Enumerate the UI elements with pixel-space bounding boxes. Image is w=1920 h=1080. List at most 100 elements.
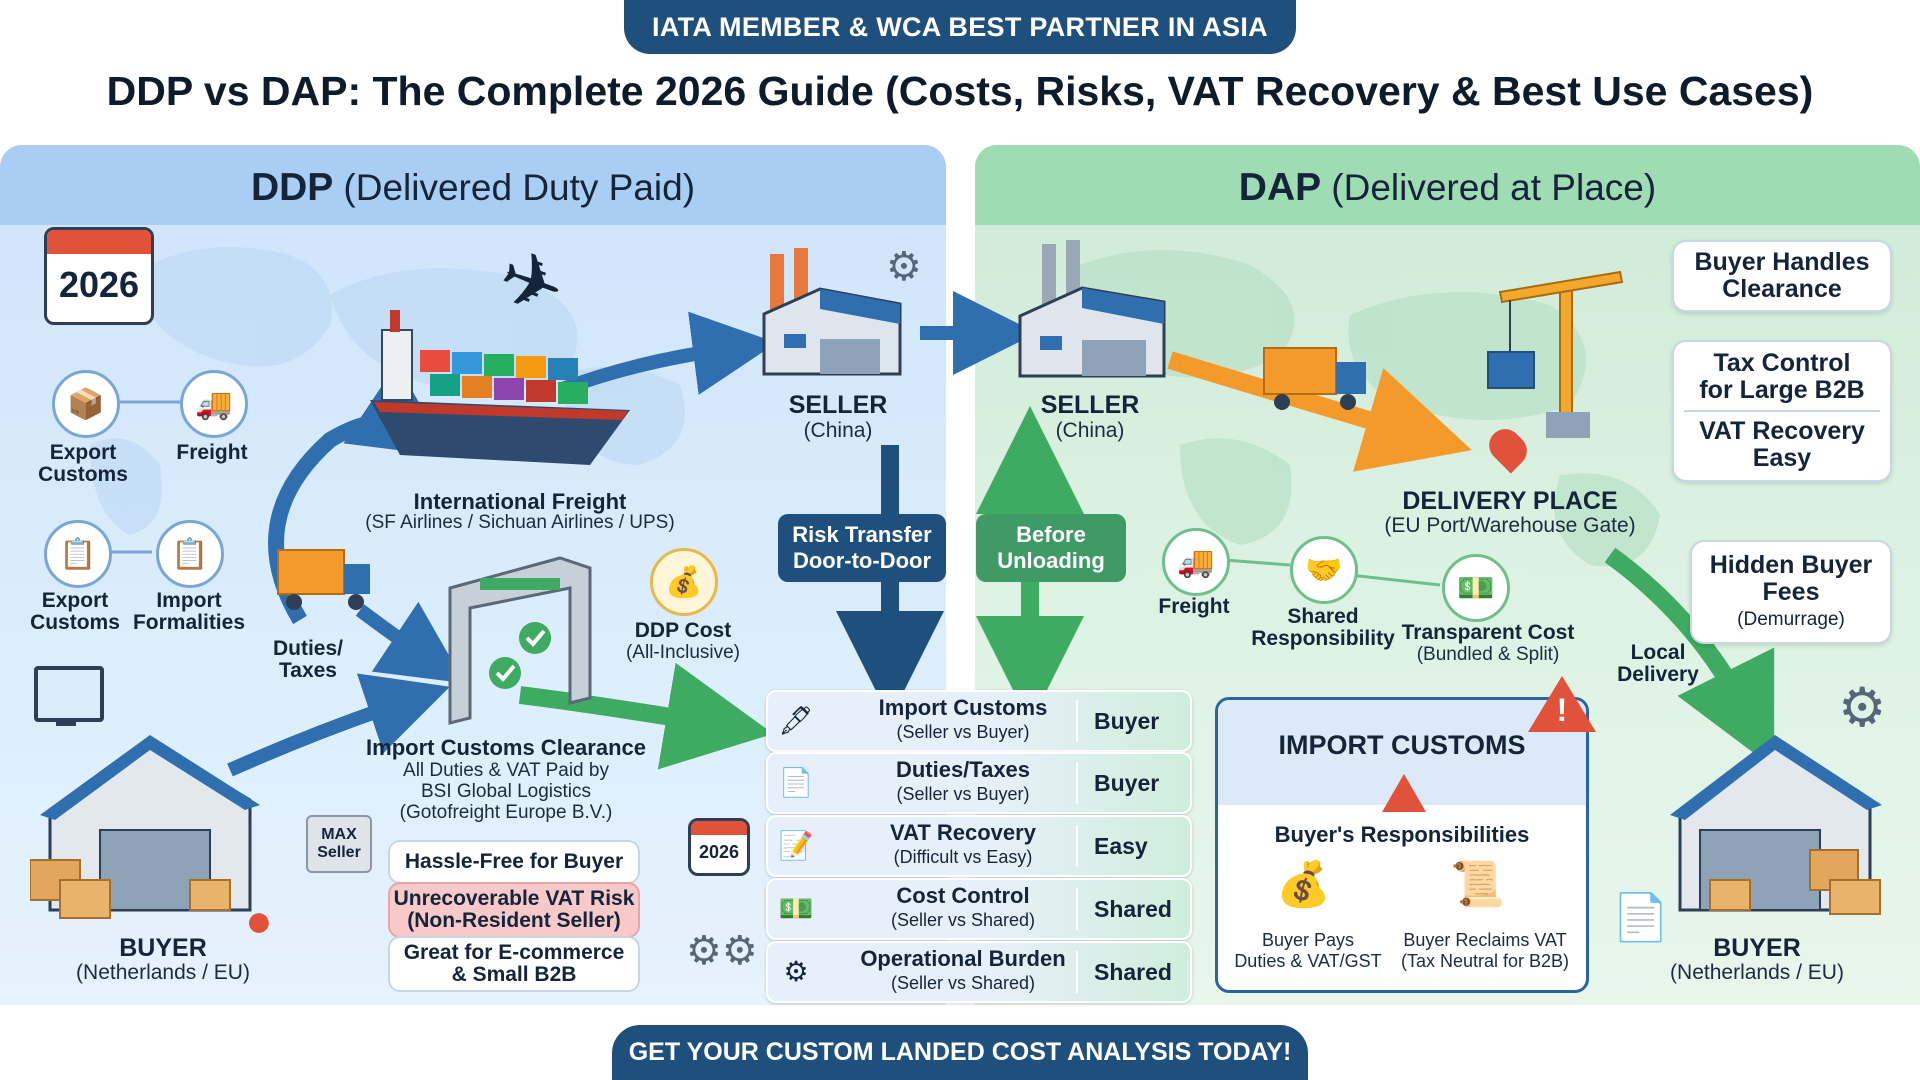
gear-icon: ⚙ bbox=[886, 245, 922, 289]
before-unloading-box: Before Unloading bbox=[976, 514, 1126, 582]
buyer-reclaims-text: Buyer Reclaims VAT (Tax Neutral for B2B) bbox=[1400, 930, 1570, 971]
ddp-panel-title: DDP (Delivered Duty Paid) bbox=[0, 166, 946, 210]
unrecoverable-vat-pill: Unrecoverable VAT Risk (Non-Resident Sel… bbox=[388, 882, 640, 938]
buyer-pays-text: Buyer Pays Duties & VAT/GST bbox=[1234, 930, 1382, 971]
coins-icon: 💰 bbox=[650, 548, 718, 616]
tax-document-icon: 📄 bbox=[778, 766, 814, 798]
import-customs-box: IMPORT CUSTOMS Buyer's Responsibilities … bbox=[1215, 697, 1589, 993]
buyer-warehouse-icon-dap bbox=[1670, 735, 1882, 915]
shared-responsibility-label: Shared Responsibility bbox=[1251, 605, 1395, 650]
cargo-ship-icon bbox=[370, 310, 630, 465]
comparison-row-vat-recovery: 📝 VAT Recovery(Difficult vs Easy) Easy bbox=[766, 815, 1192, 877]
warning-triangle-icon bbox=[1528, 676, 1596, 732]
comparison-value: Shared bbox=[1094, 958, 1172, 985]
freight-label: Freight bbox=[176, 441, 248, 464]
risk-transfer-box: Risk Transfer Door-to-Door bbox=[778, 514, 946, 582]
comparison-row-cost-control: 💵 Cost Control(Seller vs Shared) Shared bbox=[766, 878, 1192, 940]
small-calendar-year: 2026 bbox=[698, 841, 740, 862]
buyer-handles-clearance-card: Buyer Handles Clearance bbox=[1672, 240, 1892, 312]
ddp-panel-header bbox=[0, 145, 946, 225]
buyer-warehouse-icon-ddp bbox=[30, 735, 260, 919]
calendar-2026-icon: 2026 bbox=[44, 227, 154, 325]
seller-factory-icon-dap bbox=[1018, 240, 1166, 378]
comparison-row-import-customs: 🖋 Import Customs(Seller vs Buyer) Buyer bbox=[766, 690, 1192, 752]
import-formalities-label: Import Formalities bbox=[132, 589, 246, 634]
comparison-label: Cost Control(Seller vs Shared) bbox=[890, 883, 1036, 930]
transparent-cost-sub: (Bundled & Split) bbox=[1416, 644, 1560, 665]
dap-seller-label: SELLER bbox=[1040, 391, 1140, 419]
top-banner: IATA MEMBER & WCA BEST PARTNER IN ASIA bbox=[624, 0, 1296, 54]
dap-title-full: (Delivered at Place) bbox=[1331, 167, 1657, 208]
monitor-stand bbox=[56, 718, 76, 726]
export-customs-stamp-icon: 📦 bbox=[52, 370, 120, 438]
dap-buyer-label: BUYER bbox=[1713, 934, 1801, 962]
calendar-year: 2026 bbox=[58, 263, 140, 305]
ddp-title-abbr: DDP bbox=[250, 166, 333, 209]
money-icon: 💵 bbox=[778, 892, 814, 924]
small-calendar-icon: 2026 bbox=[688, 818, 750, 876]
export-customs-label-1: Export Customs bbox=[38, 441, 128, 486]
container-truck-icon-dap bbox=[1263, 347, 1366, 410]
warning-exclamation: ! bbox=[1556, 692, 1568, 728]
comparison-row-operational-burden: ⚙ Operational Burden(Seller vs Shared) S… bbox=[766, 941, 1192, 1003]
hassle-free-pill: Hassle-Free for Buyer bbox=[388, 840, 640, 884]
dap-buyer-sub: (Netherlands / EU) bbox=[1670, 961, 1844, 984]
great-for-pill: Great for E-commerce & Small B2B bbox=[388, 936, 640, 992]
delivery-place-sub: (EU Port/Warehouse Gate) bbox=[1384, 514, 1636, 537]
international-freight-carriers: (SF Airlines / Sichuan Airlines / UPS) bbox=[365, 512, 675, 533]
ddp-title-full: (Delivered Duty Paid) bbox=[343, 167, 696, 208]
gears-icon: ⚙ bbox=[783, 955, 809, 987]
import-clearance-sub: All Duties & VAT Paid by BSI Global Logi… bbox=[399, 760, 613, 823]
location-pin-icon-ddp: ● bbox=[245, 894, 273, 946]
tax-vat-card: Tax Control for Large B2B VAT Recovery E… bbox=[1672, 340, 1892, 482]
export-customs-label-2: Export Customs bbox=[30, 589, 120, 634]
stamp-icon: 🖋 bbox=[778, 704, 814, 736]
customs-gate-icon bbox=[448, 556, 592, 725]
cta-button[interactable]: GET YOUR CUSTOM LANDED COST ANALYSIS TOD… bbox=[612, 1025, 1308, 1080]
ddp-cost-sub: (All-Inclusive) bbox=[625, 642, 741, 663]
container-truck-icon bbox=[277, 549, 370, 610]
comparison-value: Buyer bbox=[1094, 769, 1160, 796]
dap-title-abbr: DAP bbox=[1238, 166, 1321, 209]
page-title: DDP vs DAP: The Complete 2026 Guide (Cos… bbox=[106, 68, 1814, 114]
gears-icon: ⚙⚙ bbox=[686, 929, 758, 973]
warning-triangle-icon-small bbox=[1382, 774, 1426, 812]
hidden-buyer-fees-card: Hidden Buyer Fees (Demurrage) bbox=[1690, 540, 1892, 644]
tax-control-text: Tax Control for Large B2B bbox=[1699, 349, 1865, 404]
hidden-fees-text: Hidden Buyer Fees bbox=[1709, 550, 1873, 606]
gear-icon-dap: ⚙ bbox=[1838, 678, 1887, 738]
dap-freight-label: Freight bbox=[1158, 595, 1230, 618]
tax-reclaim-document-icon: 📜 bbox=[1450, 860, 1505, 909]
ddp-buyer-label: BUYER bbox=[119, 934, 207, 962]
ddp-cost-label: DDP Cost bbox=[634, 619, 732, 642]
comparison-value: Easy bbox=[1094, 832, 1148, 859]
freight-truck-icon: 🚚 bbox=[180, 370, 248, 438]
check-document-icon: 📝 bbox=[778, 829, 814, 861]
ddp-buyer-sub: (Netherlands / EU) bbox=[76, 961, 250, 984]
comparison-row-duties-taxes: 📄 Duties/Taxes(Seller vs Buyer) Buyer bbox=[766, 752, 1192, 814]
seller-factory-icon-ddp bbox=[762, 248, 902, 376]
buyers-responsibilities-heading: Buyer's Responsibilities bbox=[1274, 822, 1530, 847]
dap-panel-header bbox=[975, 145, 1920, 225]
import-clearance-title: Import Customs Clearance bbox=[366, 735, 646, 760]
local-delivery-label: Local Delivery bbox=[1617, 641, 1699, 686]
document-chat-icon: 📄 bbox=[1612, 891, 1670, 943]
comparison-label: Import Customs(Seller vs Buyer) bbox=[878, 695, 1048, 742]
comparison-label: Duties/Taxes(Seller vs Buyer) bbox=[895, 757, 1031, 804]
dap-seller-sub: (China) bbox=[1055, 419, 1125, 442]
export-customs-clipboard-icon: 📋 bbox=[44, 520, 112, 588]
import-formalities-clipboard-icon: 📋 bbox=[156, 520, 224, 588]
comparison-value: Shared bbox=[1094, 895, 1172, 922]
comparison-label: Operational Burden(Seller vs Shared) bbox=[860, 946, 1066, 993]
dap-panel-title: DAP (Delivered at Place) bbox=[975, 166, 1920, 210]
ddp-seller-sub: (China) bbox=[803, 419, 873, 442]
ddp-seller-label: SELLER bbox=[788, 391, 888, 419]
comparison-value: Buyer bbox=[1094, 707, 1160, 734]
import-customs-title: IMPORT CUSTOMS bbox=[1278, 730, 1526, 760]
crane-icon bbox=[1487, 270, 1624, 438]
vat-recovery-text: VAT Recovery Easy bbox=[1699, 417, 1865, 472]
handshake-icon: 🤝 bbox=[1290, 536, 1358, 604]
computer-monitor-icon bbox=[34, 666, 104, 722]
transparent-cost-label: Transparent Cost bbox=[1401, 621, 1575, 644]
delivery-place-label: DELIVERY PLACE bbox=[1402, 487, 1618, 515]
